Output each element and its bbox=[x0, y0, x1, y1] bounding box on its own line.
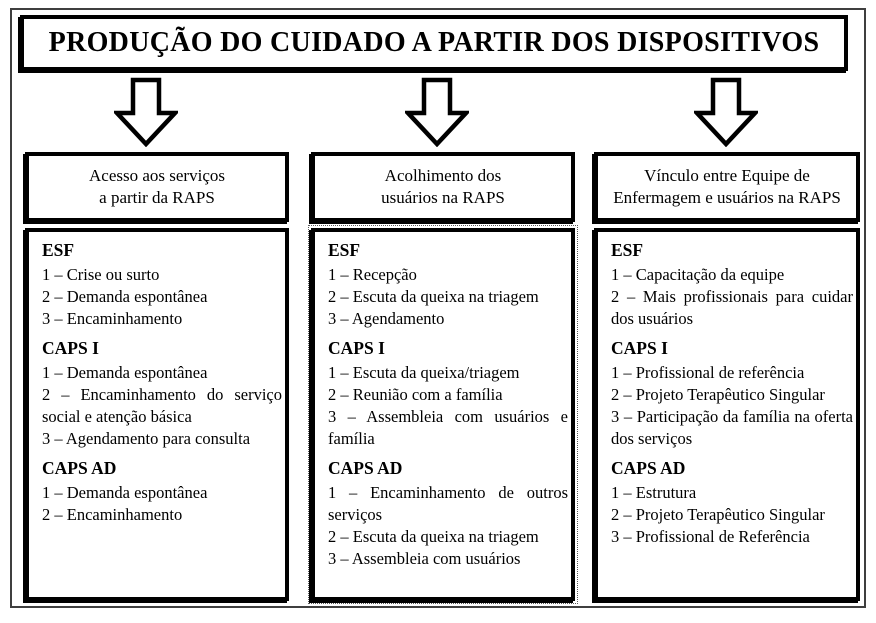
arrow-down-icon bbox=[405, 77, 469, 147]
list-item: 1 – Crise ou surto bbox=[42, 265, 160, 284]
section-heading: ESF bbox=[42, 240, 75, 260]
section-heading: CAPS AD bbox=[328, 458, 403, 478]
list-item: 1 – Capacitação da equipe bbox=[611, 265, 785, 284]
section-heading: CAPS AD bbox=[42, 458, 117, 478]
list-item: 2 – Demanda espontânea bbox=[42, 287, 208, 306]
list-item: 1 – Escuta da queixa/triagem bbox=[328, 363, 520, 382]
column-header-acesso: Acesso aos serviços a partir da RAPS bbox=[25, 152, 289, 222]
list-item: 1 – Encaminhamento de outros serviços bbox=[328, 483, 568, 524]
section-heading: ESF bbox=[328, 240, 361, 260]
arrow-down-glyph bbox=[114, 77, 178, 147]
column-content-vinculo: ESF 1 – Capacitação da equipe 2 – Mais p… bbox=[594, 228, 860, 601]
list-item: 2 – Projeto Terapêutico Singular bbox=[611, 385, 825, 404]
list-item: 3 – Participação da família na oferta do… bbox=[611, 407, 853, 448]
arrow-down-glyph bbox=[694, 77, 758, 147]
header-line: Acesso aos serviços bbox=[89, 166, 225, 185]
section-heading: CAPS I bbox=[328, 338, 385, 358]
column-header-acolhimento: Acolhimento dos usuários na RAPS bbox=[311, 152, 575, 222]
section-heading: CAPS I bbox=[42, 338, 99, 358]
list-item: 1 – Demanda espontânea bbox=[42, 363, 208, 382]
list-item: 3 – Encaminhamento bbox=[42, 309, 183, 328]
arrow-down-glyph bbox=[405, 77, 469, 147]
column-header-vinculo: Vínculo entre Equipe de Enfermagem e usu… bbox=[594, 152, 860, 222]
diagram-title-text: PRODUÇÃO DO CUIDADO A PARTIR DOS DISPOSI… bbox=[48, 27, 820, 58]
arrow-down-icon bbox=[114, 77, 178, 147]
list-item: 3 – Assembleia com usuários e família bbox=[328, 407, 568, 448]
list-item: 2 – Encaminhamento bbox=[42, 505, 183, 524]
header-line: Enfermagem e usuários na RAPS bbox=[613, 188, 841, 207]
list-item: 2 – Encaminhamento do serviço social e a… bbox=[42, 385, 282, 426]
list-item: 2 – Escuta da queixa na triagem bbox=[328, 287, 539, 306]
section-heading: CAPS AD bbox=[611, 458, 686, 478]
column-content-acesso: ESF 1 – Crise ou surto 2 – Demanda espon… bbox=[25, 228, 289, 601]
diagram-title: PRODUÇÃO DO CUIDADO A PARTIR DOS DISPOSI… bbox=[20, 15, 848, 71]
list-item: 1 – Demanda espontânea bbox=[42, 483, 208, 502]
list-item: 3 – Profissional de Referência bbox=[611, 527, 810, 546]
list-item: 2 – Projeto Terapêutico Singular bbox=[611, 505, 825, 524]
header-line: usuários na RAPS bbox=[381, 188, 505, 207]
header-line: a partir da RAPS bbox=[99, 188, 215, 207]
list-item: 2 – Escuta da queixa na triagem bbox=[328, 527, 539, 546]
list-item: 1 – Recepção bbox=[328, 265, 417, 284]
list-item: 3 – Assembleia com usuários bbox=[328, 549, 521, 568]
list-item: 1 – Profissional de referência bbox=[611, 363, 805, 382]
section-heading: ESF bbox=[611, 240, 644, 260]
list-item: 2 – Reunião com a família bbox=[328, 385, 503, 404]
header-line: Acolhimento dos bbox=[384, 166, 502, 185]
list-item: 2 – Mais profissionais para cuidar dos u… bbox=[611, 287, 853, 328]
section-heading: CAPS I bbox=[611, 338, 668, 358]
list-item: 1 – Estrutura bbox=[611, 483, 697, 502]
column-content-acolhimento: ESF 1 – Recepção 2 – Escuta da queixa na… bbox=[308, 225, 578, 604]
arrow-down-icon bbox=[694, 77, 758, 147]
header-line: Vínculo entre Equipe de bbox=[644, 166, 810, 185]
list-item: 3 – Agendamento bbox=[328, 309, 445, 328]
list-item: 3 – Agendamento para consulta bbox=[42, 429, 251, 448]
